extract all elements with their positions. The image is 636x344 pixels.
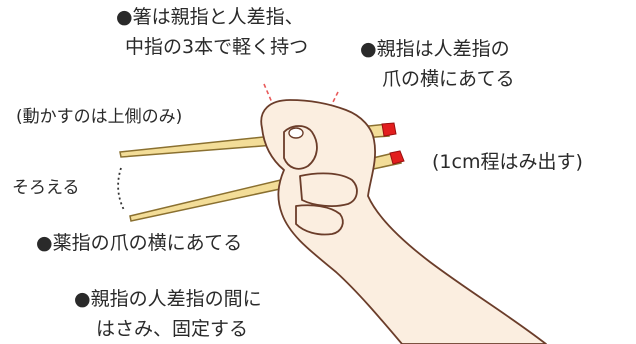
grip-note-line-2: 中指の3本で軽く持つ [125, 36, 309, 58]
thumb-nail [288, 127, 304, 139]
thumb-note: ●親指は人差指の 爪の横にあてる [360, 34, 515, 94]
align-arc [117, 167, 125, 211]
fix-note-line-1: ●親指の人差指の間に [74, 288, 262, 310]
hand [260, 99, 547, 344]
grip-note-line-1: ●箸は親指と人差指、 [116, 6, 304, 28]
thumb-note-line-2: 爪の横にあてる [382, 68, 515, 90]
fix-note: ●親指の人差指の間に はさみ、固定する [74, 284, 262, 344]
upper-only-note: (動かすのは上側のみ) [16, 107, 183, 127]
fix-note-line-2: はさみ、固定する [96, 318, 249, 340]
stick-out-note: (1cm程はみ出す) [432, 151, 583, 173]
thumb-note-line-1: ●親指は人差指の [360, 38, 510, 60]
align-note: そろえる [12, 178, 80, 198]
ring-finger-note: ●薬指の爪の横にあてる [36, 232, 243, 254]
grip-note: ●箸は親指と人差指、 中指の3本で軽く持つ [116, 2, 308, 62]
